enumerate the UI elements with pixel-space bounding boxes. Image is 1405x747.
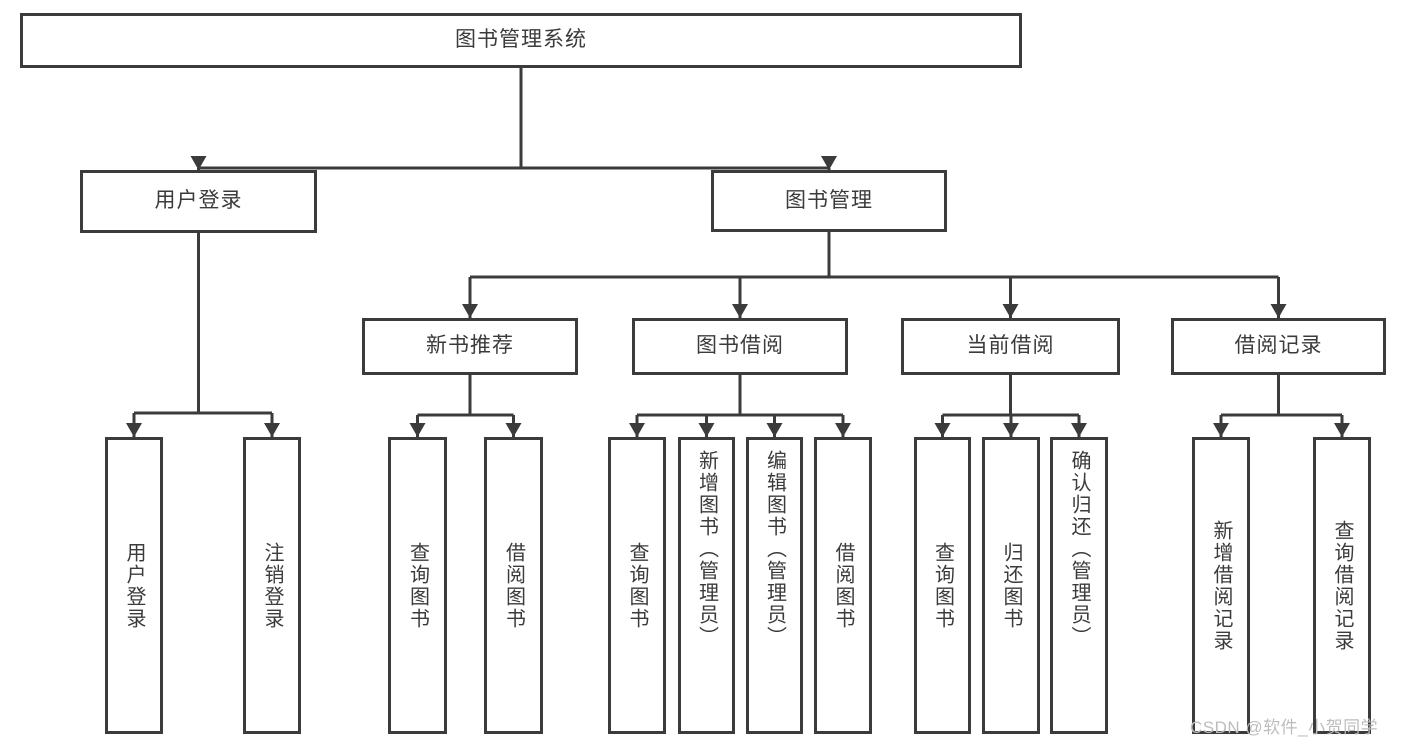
node-leaf-user-logout: 注销登录	[243, 437, 301, 734]
node-borrow-rec: 借阅记录	[1171, 318, 1386, 375]
node-label-leaf-query-book-3: 查询图书	[931, 541, 954, 630]
node-new-book-rec: 新书推荐	[362, 318, 578, 375]
node-label-book-mgmt: 图书管理	[785, 188, 873, 212]
edge-arrow-borrow-rec-0	[1213, 423, 1229, 437]
node-book-borrow: 图书借阅	[632, 318, 848, 375]
node-label-user-login: 用户登录	[154, 189, 243, 213]
edge-arrow-user-login-1	[264, 423, 280, 437]
node-user-login: 用户登录	[80, 170, 317, 233]
node-label-leaf-return-book: 归还图书	[1000, 541, 1022, 630]
node-label-leaf-query-book-2: 查询图书	[626, 541, 648, 630]
node-book-mgmt: 图书管理	[711, 170, 947, 232]
node-label-leaf-add-book: 新增图书（管理员）	[695, 450, 718, 648]
edge-arrow-book-borrow-3	[835, 423, 851, 437]
watermark-label: CSDN @软件_小贺同学	[1190, 718, 1379, 737]
node-label-new-book-rec: 新书推荐	[426, 334, 514, 358]
node-label-leaf-edit-book: 编辑图书（管理员）	[763, 450, 786, 648]
node-label-root: 图书管理系统	[455, 28, 587, 52]
node-leaf-query-book-3: 查询图书	[914, 437, 971, 734]
edge-arrow-book-mgmt-0	[462, 304, 478, 318]
edge-arrow-new-book-rec-0	[409, 423, 426, 437]
node-leaf-return-book: 归还图书	[982, 437, 1040, 734]
edge-arrow-book-borrow-2	[766, 423, 783, 437]
node-leaf-add-book: 新增图书（管理员）	[678, 437, 735, 734]
node-leaf-edit-book: 编辑图书（管理员）	[746, 437, 803, 734]
edge-group	[126, 68, 1350, 437]
edge-arrow-book-mgmt-1	[732, 304, 748, 318]
node-cur-borrow: 当前借阅	[901, 318, 1120, 375]
edge-arrow-root-1	[821, 156, 837, 170]
edge-arrow-book-mgmt-2	[1002, 304, 1019, 318]
node-label-leaf-query-record: 查询借阅记录	[1331, 519, 1353, 652]
node-root: 图书管理系统	[20, 13, 1022, 68]
node-leaf-query-record: 查询借阅记录	[1313, 437, 1371, 734]
edge-arrow-borrow-rec-1	[1334, 423, 1350, 437]
edge-arrow-book-mgmt-3	[1270, 304, 1287, 318]
edge-arrow-book-borrow-1	[698, 423, 715, 437]
edge-arrow-new-book-rec-1	[505, 423, 522, 437]
node-label-leaf-borrow-book-1: 借阅图书	[502, 541, 525, 630]
edge-arrow-cur-borrow-1	[1003, 423, 1019, 437]
edge-arrow-cur-borrow-2	[1071, 423, 1087, 437]
node-label-cur-borrow: 当前借阅	[966, 334, 1055, 358]
node-label-borrow-rec: 借阅记录	[1234, 334, 1323, 358]
node-label-leaf-query-book-1: 查询图书	[406, 541, 429, 630]
node-leaf-query-book-2: 查询图书	[608, 437, 666, 734]
node-leaf-borrow-book-1: 借阅图书	[484, 437, 543, 734]
node-label-leaf-confirm-ret: 确认归还（管理员）	[1068, 450, 1090, 648]
edge-arrow-book-borrow-0	[629, 423, 645, 437]
node-label-book-borrow: 图书借阅	[696, 334, 784, 358]
node-leaf-add-record: 新增借阅记录	[1192, 437, 1250, 734]
edge-arrow-root-0	[190, 156, 207, 170]
node-leaf-borrow-book-2: 借阅图书	[814, 437, 872, 734]
edge-arrow-cur-borrow-0	[934, 423, 951, 437]
node-leaf-confirm-ret: 确认归还（管理员）	[1050, 437, 1108, 734]
node-leaf-query-book-1: 查询图书	[388, 437, 447, 734]
node-label-leaf-user-logout: 注销登录	[261, 541, 283, 630]
node-leaf-user-login: 用户登录	[105, 437, 163, 734]
node-label-leaf-borrow-book-2: 借阅图书	[832, 541, 854, 630]
edge-arrow-user-login-0	[126, 423, 142, 437]
node-label-leaf-user-login: 用户登录	[123, 541, 145, 630]
node-label-leaf-add-record: 新增借阅记录	[1210, 519, 1232, 652]
